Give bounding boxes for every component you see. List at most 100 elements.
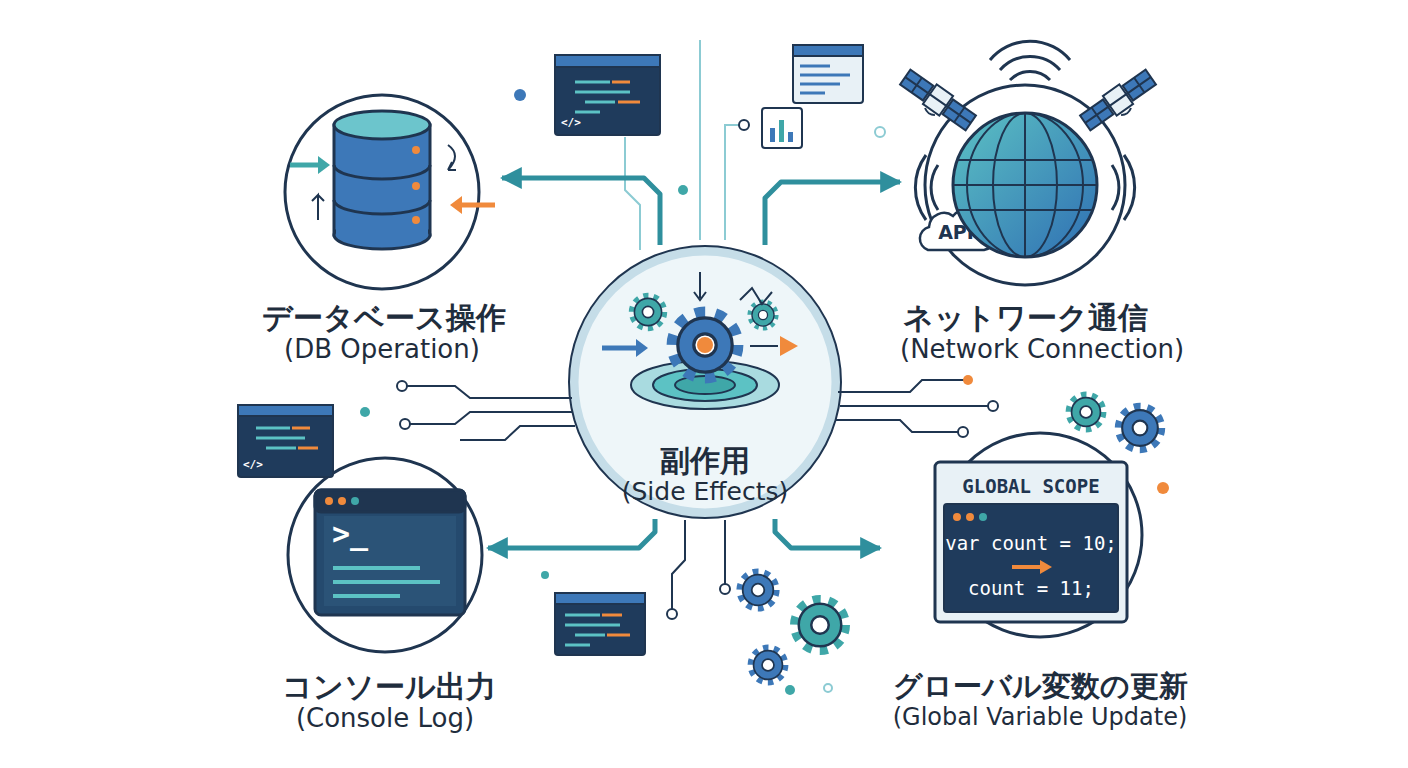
side-effect-icon xyxy=(675,376,735,394)
circuit-wires xyxy=(625,137,640,250)
database-icon xyxy=(312,195,324,220)
database-icon xyxy=(412,182,420,190)
side-effect-icon xyxy=(631,361,779,409)
satellite-icon xyxy=(1123,70,1156,101)
circuit-wires xyxy=(408,412,572,424)
decor-dots xyxy=(541,571,549,579)
console-icon xyxy=(325,497,333,505)
gear-cluster xyxy=(1069,395,1103,429)
node-circle xyxy=(285,95,479,289)
connector-arrow xyxy=(502,178,660,245)
satellite-icon xyxy=(943,100,976,131)
code-snippet xyxy=(793,45,863,103)
code-snippet xyxy=(238,405,333,477)
side-effect-icon xyxy=(697,337,713,353)
node-title: 副作用 xyxy=(568,443,842,479)
code-snippet xyxy=(793,45,863,103)
database-icon xyxy=(334,111,430,139)
gear-cluster xyxy=(751,648,785,682)
database-icon xyxy=(334,200,430,214)
code-snippet xyxy=(793,45,863,56)
side-effect-icon xyxy=(699,272,701,298)
database-icon xyxy=(334,125,430,235)
node-circle xyxy=(925,85,1125,285)
side-effect-icon xyxy=(750,345,778,347)
connector-arrow xyxy=(775,519,880,548)
circuit-wires xyxy=(725,125,740,240)
operation-node: グローバル変数の更新(Global Variable Update) GLOBAL… xyxy=(880,430,1200,735)
code-tag: </> xyxy=(561,116,581,129)
database-icon xyxy=(336,126,428,234)
globe-icon xyxy=(1112,155,1135,220)
console-icon xyxy=(338,497,346,505)
window-frame xyxy=(935,462,1127,622)
decor-dots xyxy=(875,127,885,137)
console-icon xyxy=(333,568,440,596)
console-prompt: >_ xyxy=(332,516,368,551)
gear-cluster xyxy=(740,395,1161,682)
console-icon xyxy=(315,490,465,615)
database-icon xyxy=(458,203,495,208)
node-text: (Global Variable Update) xyxy=(880,703,1200,732)
database-icon xyxy=(290,111,495,249)
satellite-icon xyxy=(924,108,935,117)
code-snippet xyxy=(292,428,318,448)
circuit-wires xyxy=(397,40,998,619)
gear-cluster xyxy=(740,572,776,608)
node-title: ネットワーク通信 xyxy=(900,300,1150,336)
api-cloud: API xyxy=(912,210,1000,252)
satellite-icon xyxy=(1080,70,1156,131)
globe-icon xyxy=(990,41,1070,80)
node-text: count = 11; xyxy=(935,577,1127,600)
code-snippet xyxy=(238,405,333,477)
circuit-wires xyxy=(397,381,407,391)
satellite-icon xyxy=(900,70,976,131)
node-text: (DB Operation) xyxy=(262,334,502,365)
globe-icon xyxy=(967,113,1083,257)
globe-icon xyxy=(956,159,1094,161)
code-snippet xyxy=(555,55,660,67)
circuit-wires xyxy=(720,584,730,594)
global-scope-window: GLOBAL SCOPEvar count = 10;count = 11; xyxy=(935,462,1127,622)
operation-node: コンソール出力(Console Log) xyxy=(282,455,488,735)
circuit-wires xyxy=(836,420,960,432)
database-icon xyxy=(334,165,430,179)
node-title: グローバル変数の更新 xyxy=(880,669,1200,704)
decor-dots xyxy=(678,185,688,195)
window-dot xyxy=(966,513,974,521)
side-effect-icon xyxy=(636,339,648,357)
decor-dots xyxy=(360,407,370,417)
operation-node: ネットワーク通信(Network Connection)API xyxy=(900,88,1150,364)
code-tag: </> xyxy=(243,458,263,471)
chart-icon xyxy=(770,128,775,142)
satellite-icon xyxy=(1080,100,1113,131)
globe-icon xyxy=(915,155,938,220)
satellite-icon xyxy=(923,84,953,115)
satellite-icon xyxy=(1078,67,1160,136)
side-effect-icon xyxy=(750,302,776,328)
circuit-wires xyxy=(739,120,749,130)
window-dot xyxy=(953,513,961,521)
code-snippet xyxy=(555,593,645,655)
window-dot xyxy=(979,513,987,521)
code-snippet xyxy=(800,66,850,93)
database-icon xyxy=(412,216,420,224)
chart-icon xyxy=(788,132,793,142)
code-snippet xyxy=(575,82,630,112)
chart-icon xyxy=(762,108,802,148)
circuit-wires xyxy=(838,380,965,392)
code-snippet xyxy=(565,615,620,645)
circuit-wires xyxy=(667,609,677,619)
globe-icon xyxy=(1024,113,1026,257)
side-effect-icon xyxy=(602,272,798,409)
database-icon xyxy=(448,145,456,170)
code-snippet xyxy=(238,405,333,416)
database-icon xyxy=(412,146,420,154)
code-snippet xyxy=(555,55,660,135)
node-title: GLOBAL SCOPE xyxy=(935,475,1127,498)
